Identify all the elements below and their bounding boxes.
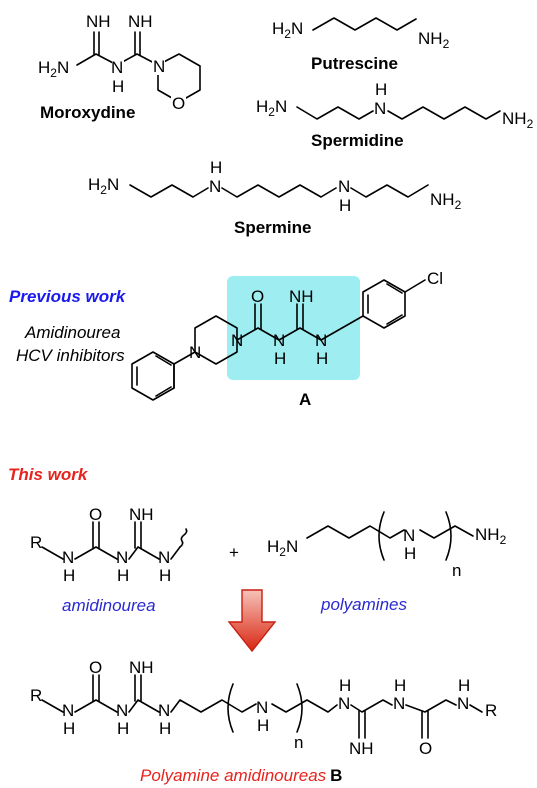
compound-b-nh1-n: N <box>62 701 74 720</box>
compound-a-nh1-n: N <box>273 331 285 350</box>
moroxydine-ring-o: O <box>172 94 185 113</box>
amidinourea-nh2-h: H <box>117 566 129 585</box>
spermidine-label: Spermidine <box>311 131 404 150</box>
compound-b-nh4-h: H <box>339 676 351 695</box>
polyamines-nh-h: H <box>404 544 416 563</box>
spermine-nh1-n: N <box>209 177 221 196</box>
spermine-label: Spermine <box>234 218 311 237</box>
compound-b-nh2-h: H <box>117 719 129 738</box>
putrescine-nh2: NH2 <box>418 29 450 51</box>
reaction-arrow-icon <box>227 589 277 653</box>
spermine-nh2-terminal: NH2 <box>430 190 462 212</box>
previous-work-heading: Previous work <box>9 287 127 306</box>
compound-b-nh-top: NH <box>129 658 154 677</box>
polyamines-nh2: NH2 <box>475 525 507 547</box>
compound-b-n-subscript: n <box>294 733 303 752</box>
compound-b-label: B <box>330 766 342 785</box>
compound-a-nh2-h: H <box>316 349 328 368</box>
compound-b-structure: R N H O NH N H N H N H n N H N H N H R N… <box>30 658 497 758</box>
putrescine-structure: H2N NH2 Putrescine <box>272 17 450 73</box>
compound-b-nh5-h: H <box>394 676 406 695</box>
polyamines-n-subscript: n <box>452 561 461 580</box>
amidinourea-nh3-h: H <box>159 566 171 585</box>
compound-b-o-left: O <box>89 658 102 677</box>
compound-b-inner-n: N <box>256 698 268 717</box>
spermine-nh1-h: H <box>210 158 222 177</box>
compound-b-r-left: R <box>30 686 42 705</box>
moroxydine-nh-bridge-h: H <box>112 77 124 96</box>
compound-b-nh-bottom: NH <box>349 739 374 758</box>
amidinourea-nh-top: NH <box>129 505 154 524</box>
spermine-nh2-n: N <box>338 177 350 196</box>
plus-sign: + <box>229 543 239 562</box>
polyamines-nh-n: N <box>403 526 415 545</box>
previous-work-desc-2: HCV inhibitors <box>16 346 125 365</box>
compound-b-nh3-n: N <box>158 701 170 720</box>
compound-a-o: O <box>251 287 264 306</box>
previous-work-desc-1: Amidinourea <box>24 323 120 342</box>
amidinourea-nh1-n: N <box>62 548 74 567</box>
compound-b-o-right: O <box>419 739 432 758</box>
compound-a-cl: Cl <box>427 269 443 288</box>
spermine-h2n: H2N <box>88 175 119 197</box>
amidinourea-r: R <box>30 533 42 552</box>
amidinourea-highlight <box>227 276 360 380</box>
spermine-nh2-h: H <box>339 196 351 215</box>
compound-b-r-right: R <box>485 701 497 720</box>
moroxydine-label: Moroxydine <box>40 103 135 122</box>
spermidine-structure: H2N H N NH2 Spermidine <box>256 80 534 150</box>
compound-b-nh3-h: H <box>159 719 171 738</box>
amidinourea-nh2-n: N <box>116 548 128 567</box>
compound-b-nh6-n: N <box>457 694 469 713</box>
moroxydine-nh-right: NH <box>128 12 153 31</box>
compound-b-nh2-n: N <box>116 701 128 720</box>
spermine-structure: H2N H N N H NH2 Spermine <box>88 158 462 237</box>
this-work-heading: This work <box>8 465 89 484</box>
spermidine-nh2: NH2 <box>502 109 534 131</box>
spermidine-nh-n: N <box>374 99 386 118</box>
compound-b-nh4-n: N <box>338 694 350 713</box>
compound-b-inner-h: H <box>257 716 269 735</box>
polyamines-caption: polyamines <box>320 595 407 614</box>
compound-a-nh2-n: N <box>315 331 327 350</box>
polyamines-h2n: H2N <box>267 537 298 559</box>
putrescine-h2n: H2N <box>272 19 303 41</box>
polyamines-fragment: H2N N H n NH2 <box>267 511 507 580</box>
compound-b-nh6-h: H <box>458 676 470 695</box>
moroxydine-structure: NH NH H2N N H N O Moroxydine <box>36 12 201 122</box>
amidinourea-caption: amidinourea <box>62 596 156 615</box>
moroxydine-ring-n: N <box>153 57 165 76</box>
moroxydine-h2n: H2N <box>38 58 69 80</box>
compound-a-nh-top: NH <box>289 287 314 306</box>
compound-a-structure: N N O NH N H N H Cl A <box>131 269 443 409</box>
amidinourea-nh3-n: N <box>158 548 170 567</box>
polyamine-amidinoureas-text: Polyamine amidinoureas <box>140 766 327 785</box>
moroxydine-nh-bridge-n: N <box>111 58 123 77</box>
compound-b-nh1-h: H <box>63 719 75 738</box>
compound-b-nh5-n: N <box>393 694 405 713</box>
amidinourea-o: O <box>89 505 102 524</box>
compound-a-n1: N <box>231 331 243 350</box>
compound-a-nh1-h: H <box>274 349 286 368</box>
spermidine-nh-h: H <box>375 80 387 99</box>
compound-a-label: A <box>299 390 311 409</box>
amidinourea-nh1-h: H <box>63 566 75 585</box>
compound-a-n2: N <box>189 343 201 362</box>
spermidine-h2n: H2N <box>256 97 287 119</box>
putrescine-label: Putrescine <box>311 54 398 73</box>
moroxydine-nh-left: NH <box>86 12 111 31</box>
amidinourea-fragment: R N H O NH N H N H <box>30 505 188 585</box>
